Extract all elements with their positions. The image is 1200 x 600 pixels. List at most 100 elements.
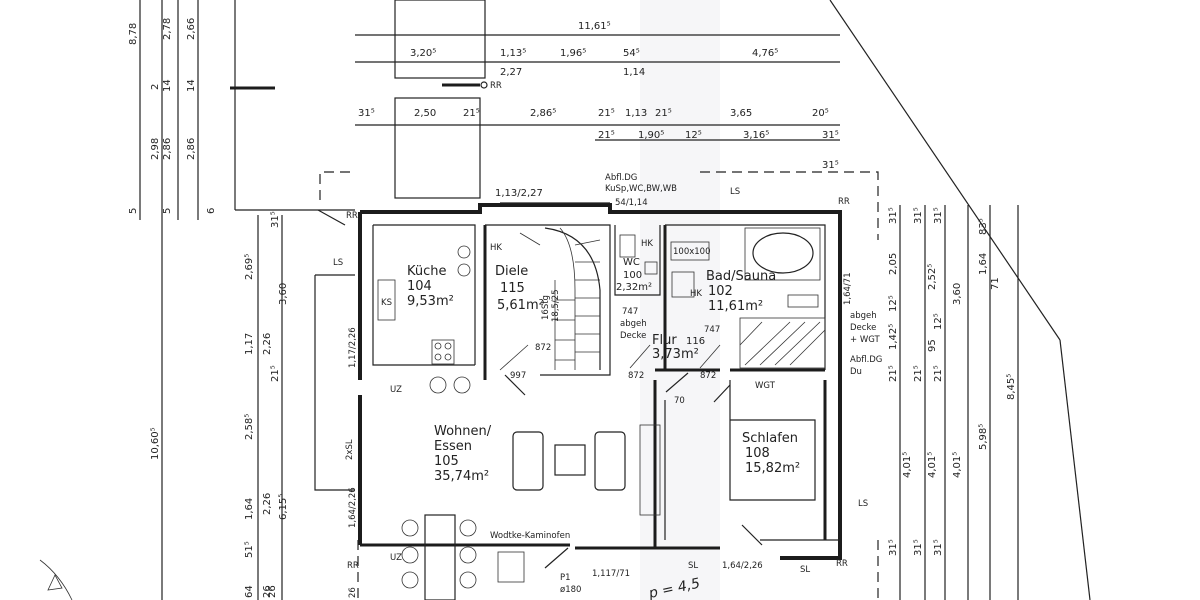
room-number: 116 bbox=[686, 336, 705, 347]
note-rr: RR bbox=[838, 197, 850, 207]
dim-top: 12⁵ bbox=[685, 130, 702, 141]
dim-right: 4,01⁵ bbox=[927, 452, 938, 478]
note-rr: RR bbox=[836, 559, 848, 569]
note-decke: Decke bbox=[620, 331, 646, 341]
dim-top: 31⁵ bbox=[822, 130, 839, 141]
dim-top: 4,76⁵ bbox=[752, 48, 778, 59]
dim-left: 2,26 bbox=[262, 493, 273, 515]
dim-right: 2,05 bbox=[888, 253, 899, 275]
note-rr: RR bbox=[346, 211, 358, 221]
note-abgeh: + WGT bbox=[850, 335, 881, 345]
door-swings bbox=[317, 209, 763, 569]
note-box: 100x100 bbox=[673, 247, 710, 257]
dim-right: 31⁵ bbox=[888, 207, 899, 224]
room-name: Wohnen/ bbox=[434, 424, 492, 439]
dim-left: 14 bbox=[186, 79, 197, 92]
dim-top: 1,13⁵ bbox=[500, 48, 526, 59]
note-abfl: Abfl.DG bbox=[605, 173, 637, 183]
dim-left: 10,60⁵ bbox=[150, 427, 161, 460]
dim-total: 11,61⁵ bbox=[578, 21, 611, 32]
note-number: 872 bbox=[535, 343, 551, 353]
room-name: Schlafen bbox=[742, 431, 798, 446]
note-ls: LS bbox=[858, 499, 868, 509]
dim-top: 1,90⁵ bbox=[638, 130, 664, 141]
dim-left: 2,98 bbox=[150, 138, 161, 160]
dim-right: 12⁵ bbox=[933, 313, 944, 330]
room-diele: Diele 115 5,61m² bbox=[495, 264, 544, 313]
room-kueche: Küche 104 9,53m² bbox=[407, 264, 454, 309]
dim-top: 31⁵ bbox=[358, 108, 375, 119]
room-area: 9,53m² bbox=[407, 294, 454, 309]
dim-left: 5 bbox=[128, 208, 139, 214]
dim-top: 21⁵ bbox=[655, 108, 672, 119]
stair-size: 18,5/25 bbox=[551, 289, 561, 322]
note-number: 747 bbox=[704, 325, 720, 335]
dim-top: 2,86⁵ bbox=[530, 108, 556, 119]
dim-right: 8,45⁵ bbox=[1006, 374, 1017, 400]
living-furniture bbox=[401, 424, 661, 600]
dim-left: 1,64 bbox=[244, 498, 255, 520]
note-2xsl: 2xSL bbox=[345, 439, 355, 460]
right-dimension-lines bbox=[899, 205, 1019, 600]
dim-top: 3,65 bbox=[730, 108, 752, 119]
room-number: 100 bbox=[623, 270, 642, 281]
terrace-outline bbox=[394, 0, 488, 199]
kitchen-fixtures bbox=[377, 245, 471, 394]
room-area: 2,32m² bbox=[616, 282, 652, 293]
room-name: WC bbox=[623, 257, 640, 268]
note-abfl-du: Abfl.DG bbox=[850, 355, 882, 365]
note-hk: HK bbox=[490, 243, 502, 253]
left-dimension-labels: 8,78 2 2,98 5 10,60⁵ 64 2,78 14 2,86 5 2… bbox=[128, 18, 358, 598]
dim-top: 31⁵ bbox=[822, 160, 839, 171]
terrace-dashed bbox=[314, 171, 879, 600]
dim-right: 1,42⁵ bbox=[888, 324, 899, 350]
dim-opening: 54/1,14 bbox=[615, 198, 648, 208]
note-ks: KS bbox=[381, 298, 392, 308]
dim-left: 8,78 bbox=[128, 23, 139, 45]
dim-left: 2 bbox=[150, 84, 161, 90]
note-sl: SL bbox=[800, 565, 810, 575]
paper-fold-shade bbox=[640, 0, 720, 600]
dim-right: 31⁵ bbox=[933, 207, 944, 224]
dim-right: 4,01⁵ bbox=[952, 452, 963, 478]
room-number: 115 bbox=[500, 281, 525, 296]
dim-right: 12⁵ bbox=[888, 295, 899, 312]
dim-right: 95 bbox=[927, 339, 938, 352]
dim-right: 4,01⁵ bbox=[902, 452, 913, 478]
dim-right: 1,64 bbox=[978, 253, 989, 275]
north-arrow-icon bbox=[39, 559, 73, 600]
dim-left: 1,64/2,26 bbox=[348, 487, 358, 528]
property-boundary bbox=[230, 0, 1091, 600]
dim-left: 26 bbox=[262, 585, 273, 598]
note-uz: UZ bbox=[390, 385, 402, 395]
dim-left: 2,78 bbox=[162, 18, 173, 40]
dim-right: 71 bbox=[990, 277, 1001, 290]
dim-right: 1,64/71 bbox=[843, 272, 853, 305]
dim-top: 21⁵ bbox=[598, 130, 615, 141]
note-number: 1,117/71 bbox=[592, 569, 630, 579]
note-abfl-du: Du bbox=[850, 367, 862, 377]
room-bad: Bad/Sauna 102 11,61m² bbox=[706, 269, 776, 314]
note-wgt: WGT bbox=[755, 381, 776, 391]
room-name: Küche bbox=[407, 264, 447, 279]
dim-left: 26 bbox=[267, 585, 278, 598]
dim-right: 31⁵ bbox=[933, 539, 944, 556]
dim-left: 2,86 bbox=[186, 138, 197, 160]
dim-left: 2,69⁵ bbox=[244, 254, 255, 280]
dim-right: 31⁵ bbox=[888, 539, 899, 556]
top-dimension-labels: 11,61⁵ 3,20⁵ 1,13⁵ 1,96⁵ 54⁵ 4,76⁵ 2,27 … bbox=[358, 21, 839, 208]
note-abgeh: Decke bbox=[850, 323, 876, 333]
room-flur: Flur 116 3,73m² bbox=[652, 333, 705, 362]
stair-label: 16Stg bbox=[541, 295, 551, 320]
dim-right: 83⁵ bbox=[978, 218, 989, 235]
dim-right: 2,52⁵ bbox=[927, 264, 938, 290]
dim-left: 26 bbox=[348, 587, 358, 598]
note-ls: LS bbox=[333, 258, 343, 268]
dim-right: 31⁵ bbox=[913, 539, 924, 556]
note-hk: HK bbox=[690, 289, 702, 299]
dim-top: 20⁵ bbox=[812, 108, 829, 119]
dim-right: 21⁵ bbox=[933, 365, 944, 382]
dim-right: 21⁵ bbox=[913, 365, 924, 382]
dim-left: 2,58⁵ bbox=[244, 414, 255, 440]
